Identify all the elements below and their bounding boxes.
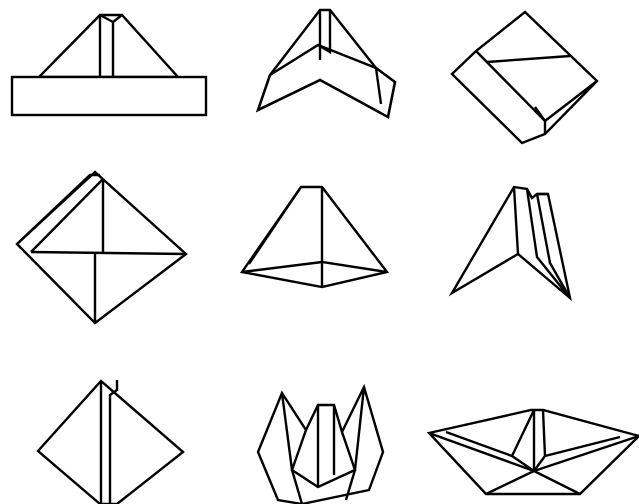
step-5-pyramid <box>242 187 387 287</box>
step-6-folded-triangle <box>452 187 570 298</box>
step-1-band <box>12 77 206 115</box>
step-4-outline <box>17 172 186 323</box>
step-1-hat <box>12 15 206 115</box>
step-6-outline <box>452 187 570 298</box>
step-9-finished-boat <box>429 410 639 494</box>
step-5-outline <box>242 187 387 287</box>
step-7-diamond-with-spine <box>38 380 183 504</box>
step-3-diamond-with-flaps <box>452 12 597 143</box>
step-2-tilted-hat <box>258 10 395 117</box>
step-8-opened-boat <box>258 387 383 504</box>
step-4-diamond-folded <box>17 172 186 323</box>
step-3-outline <box>452 12 597 143</box>
step-1-triangle <box>39 15 178 77</box>
